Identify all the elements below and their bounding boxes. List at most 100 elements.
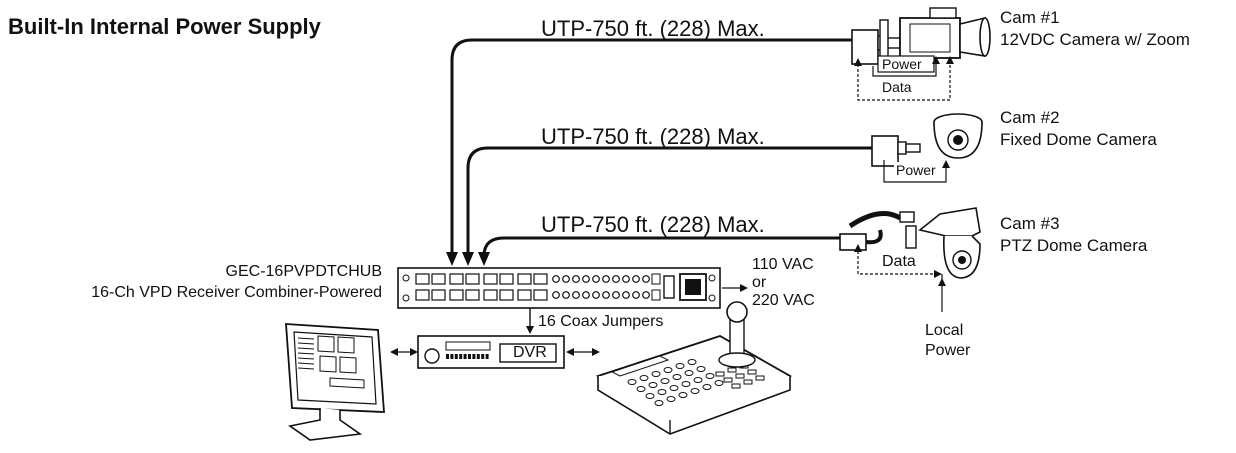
balun-cam3 <box>839 211 917 251</box>
bnc-port-icon <box>642 275 650 283</box>
bnc-port-icon <box>572 291 580 299</box>
keyboard-key <box>675 363 685 369</box>
cam3-desc: PTZ Dome Camera <box>1000 236 1148 255</box>
local-power-line1: Local <box>925 322 964 339</box>
keyboard-key <box>663 367 673 373</box>
keyboard-key <box>747 369 757 375</box>
keyboard-key <box>684 370 694 376</box>
keyboard-display <box>610 355 670 377</box>
dvr-button-icon <box>450 354 454 359</box>
keyboard-key <box>657 389 667 395</box>
keyboard-key <box>654 400 664 406</box>
bnc-port-icon <box>602 291 610 299</box>
dvr-button-icon <box>463 354 467 359</box>
keyboard-key <box>702 384 712 390</box>
dvr-button-icon <box>472 354 476 359</box>
utp-cable-1 <box>450 38 852 260</box>
data-label-cam1: Data <box>882 79 912 95</box>
keyboard-key <box>731 383 741 389</box>
keyboard-key <box>645 393 655 399</box>
keyboard-key <box>714 380 724 386</box>
monitor-text-line <box>297 342 315 345</box>
balun-cam2 <box>871 135 921 167</box>
keyboard-key <box>690 388 700 394</box>
bnc-port-icon <box>562 291 570 299</box>
monitor-text-line <box>297 337 315 340</box>
utp-label-2: UTP-750 ft. (228) Max. <box>541 124 765 149</box>
bnc-port-icon <box>572 275 580 283</box>
keyboard-key <box>743 379 753 385</box>
dvr-label: DVR <box>513 344 547 361</box>
bnc-port-icon <box>562 275 570 283</box>
bnc-port-icon <box>582 291 590 299</box>
hub-rack-unit <box>397 267 721 309</box>
bnc-port-icon <box>552 275 560 283</box>
rj45-port-icon <box>431 273 446 285</box>
monitor-text-line <box>297 347 315 350</box>
keyboard-key <box>755 375 765 381</box>
utp-label-1: UTP-750 ft. (228) Max. <box>541 16 765 41</box>
bnc-port-icon <box>612 291 620 299</box>
ac-line3: 220 VAC <box>752 292 815 309</box>
ptz-keyboard-icon <box>595 301 793 435</box>
keyboard-key <box>627 379 637 385</box>
keyboard-key <box>715 371 725 377</box>
rj45-port-icon <box>517 273 532 285</box>
keyboard-key <box>723 377 733 383</box>
bnc-port-icon <box>552 291 560 299</box>
ptz-camera-icon <box>918 207 981 279</box>
keyboard-key <box>660 378 670 384</box>
rj45-port-icon <box>431 289 446 301</box>
local-power-line2: Power <box>925 342 971 359</box>
bnc-port-icon <box>642 291 650 299</box>
bnc-port-icon <box>592 291 600 299</box>
dvr-button-icon <box>454 354 458 359</box>
monitor-text-line <box>297 362 315 365</box>
keyboard-key <box>735 373 745 379</box>
monitor-text-line <box>297 352 315 355</box>
rj45-port-icon <box>449 289 464 301</box>
bnc-port-icon <box>602 275 610 283</box>
keyboard-key <box>696 366 706 372</box>
rj45-port-icon <box>483 289 498 301</box>
dome-camera-icon <box>933 113 983 159</box>
rj45-port-icon <box>517 289 532 301</box>
dvr-button-icon <box>476 354 480 359</box>
cam2-desc: Fixed Dome Camera <box>1000 130 1157 149</box>
dvr-button-icon <box>446 354 449 359</box>
utp-cable-2 <box>466 146 872 260</box>
keyboard-key <box>681 381 691 387</box>
keyboard-key <box>648 382 658 388</box>
keyboard-key <box>693 377 703 383</box>
data-label-cam3: Data <box>882 253 916 270</box>
keyboard-key <box>727 367 737 373</box>
hub-model: GEC-16PVPDTCHUB <box>225 263 382 280</box>
power-label-cam2: Power <box>896 162 936 178</box>
cam1-name: Cam #1 <box>1000 8 1060 27</box>
keyboard-key <box>636 386 646 392</box>
bnc-port-icon <box>592 275 600 283</box>
power-label-cam1: Power <box>882 56 922 72</box>
keyboard-key <box>639 375 649 381</box>
bnc-port-icon <box>622 291 630 299</box>
bnc-port-icon <box>612 275 620 283</box>
rj45-port-icon <box>483 273 498 285</box>
rj45-port-icon <box>415 289 430 301</box>
rj45-port-icon <box>415 273 430 285</box>
dvr-button-icon <box>485 354 489 359</box>
monitor-text-line <box>297 367 315 370</box>
monitor-text-line <box>297 357 315 360</box>
rj45-port-icon <box>533 289 548 301</box>
keyboard-key <box>672 374 682 380</box>
hub-desc: 16-Ch VPD Receiver Combiner-Powered <box>91 284 382 301</box>
cam2-name: Cam #2 <box>1000 108 1060 127</box>
bnc-port-icon <box>622 275 630 283</box>
dvr-button-icon <box>481 354 485 359</box>
rj45-port-icon <box>449 273 464 285</box>
ac-line2: or <box>752 274 767 291</box>
dvr-button-icon <box>459 354 463 359</box>
rj45-port-icon <box>533 273 548 285</box>
monitor-icon <box>285 323 385 441</box>
